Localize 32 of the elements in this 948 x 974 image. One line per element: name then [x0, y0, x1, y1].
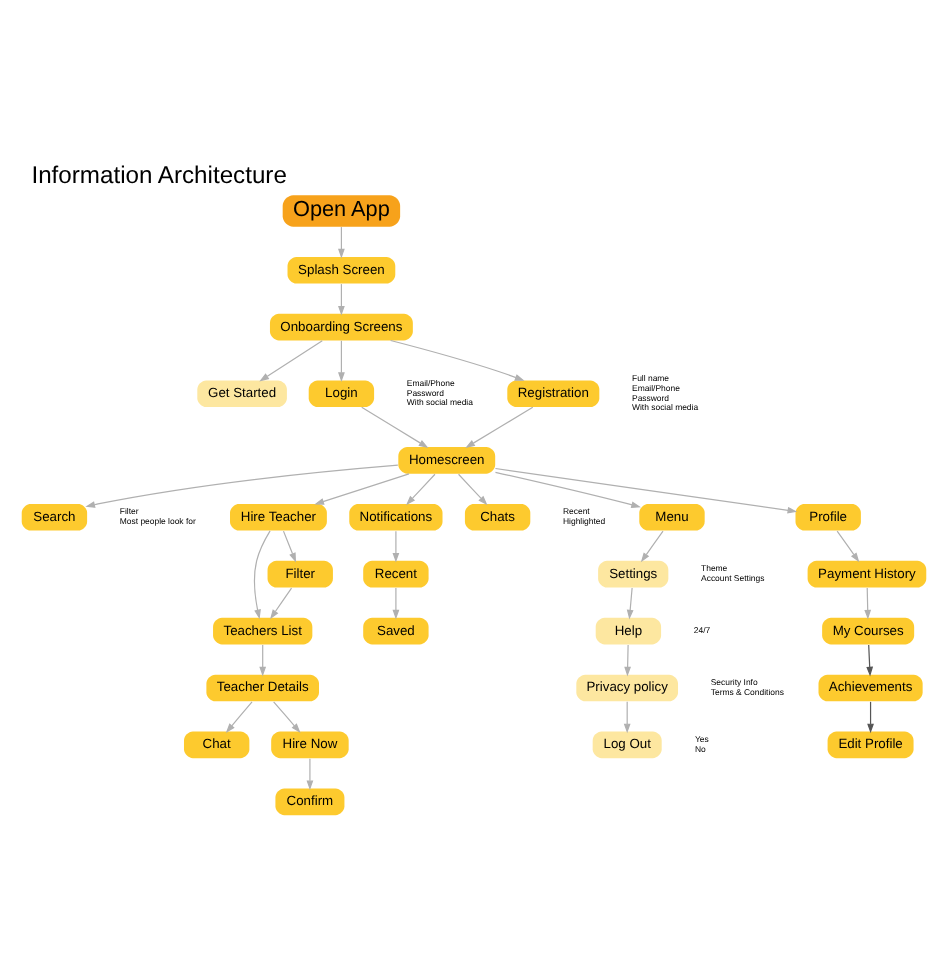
arrow	[866, 644, 874, 677]
arrow	[494, 467, 798, 514]
arrow	[390, 339, 525, 381]
diagram-title: Information Architecture	[31, 161, 287, 190]
arrow	[640, 530, 664, 563]
arrow	[361, 406, 429, 448]
arrow	[392, 530, 400, 563]
arrow	[225, 701, 253, 733]
node-box: Open App	[282, 195, 401, 227]
arrow	[626, 587, 634, 620]
arrow	[282, 530, 297, 563]
arrow	[306, 758, 314, 791]
arrow	[338, 340, 345, 383]
arrow	[624, 644, 632, 677]
arrow	[259, 340, 323, 382]
arrow	[465, 406, 534, 448]
arrow	[864, 587, 872, 620]
arrow	[867, 701, 874, 734]
arrow	[314, 473, 410, 505]
arrow	[338, 283, 345, 316]
arrow	[457, 473, 488, 506]
arrow	[85, 464, 399, 508]
arrow	[338, 226, 345, 259]
arrow	[406, 473, 436, 506]
arrow	[494, 471, 641, 509]
arrow	[259, 644, 267, 677]
arrow	[623, 701, 631, 734]
arrow	[270, 587, 293, 620]
arrow	[273, 701, 301, 733]
arrow	[392, 587, 400, 620]
arrow	[253, 530, 271, 620]
arrow	[836, 530, 860, 563]
